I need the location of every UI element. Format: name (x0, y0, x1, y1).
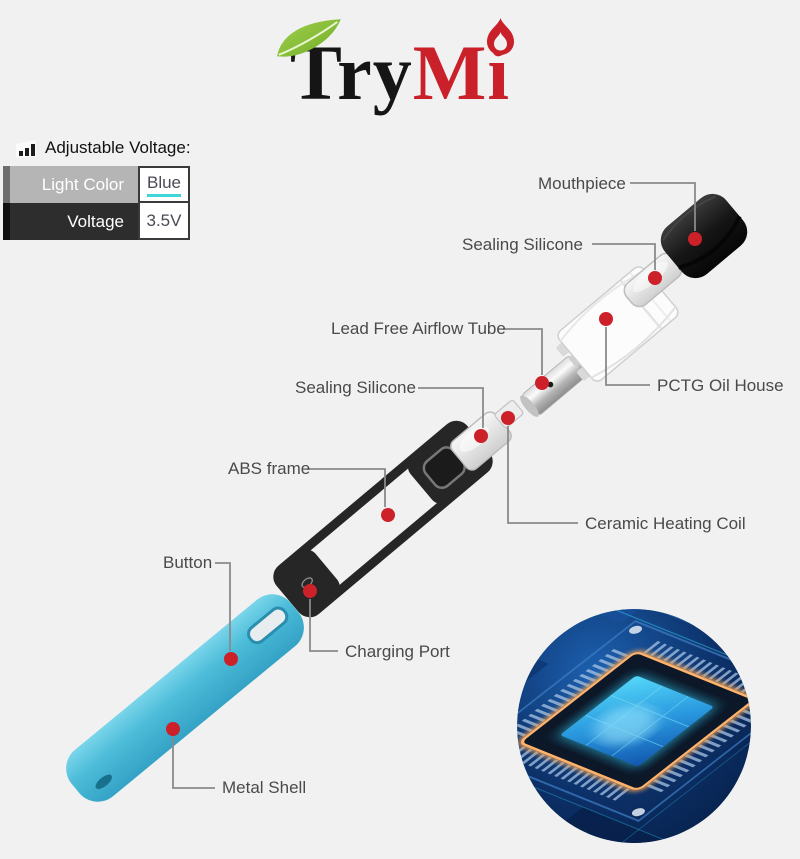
voltage-table: Light Color Blue Voltage 3.5V (3, 166, 190, 240)
voltage-heading-text: Adjustable Voltage: (45, 138, 191, 157)
chip-circuit-illustration (517, 609, 751, 843)
part-marker-dot (688, 232, 702, 246)
part-label-metal-shell: Metal Shell (222, 778, 307, 797)
part-marker-dot (599, 312, 613, 326)
chip-circuit-photo (517, 609, 751, 843)
bar-chart-icon (16, 139, 36, 157)
leader-line (630, 182, 696, 231)
voltage-heading: Adjustable Voltage: (16, 138, 191, 158)
row-accent-strip (3, 166, 10, 203)
part-marker-dot (303, 584, 317, 598)
leader-line (309, 599, 338, 652)
shell-led-slot (95, 774, 112, 790)
leader-line (307, 468, 386, 507)
leader-line (605, 327, 650, 386)
light-color-value: Blue (138, 166, 190, 203)
part-label-pctg-oil-house: PCTG Oil House (657, 376, 784, 395)
mouthpiece-part (660, 193, 748, 279)
marker-dots (166, 232, 702, 736)
part-label-charging-port: Charging Port (345, 642, 450, 661)
light-color-label: Light Color (10, 166, 138, 203)
part-marker-dot (166, 722, 180, 736)
leader-line (172, 737, 215, 789)
part-marker-dot (535, 376, 549, 390)
part-label-abs-frame: ABS frame (228, 459, 311, 478)
leader-line (215, 562, 231, 651)
leader-line (503, 328, 543, 375)
flame-icon (487, 18, 515, 55)
brand-text-red: Mi (413, 18, 515, 116)
voltage-table-row: Voltage 3.5V (3, 203, 190, 240)
leader-line (592, 243, 656, 270)
part-label-mouthpiece: Mouthpiece (538, 174, 626, 193)
part-marker-dot (501, 411, 515, 425)
part-marker-dot (648, 271, 662, 285)
voltage-value: 3.5V (138, 203, 190, 240)
shell-window-slot (247, 606, 289, 645)
brand-logo-inner: TryMi (276, 18, 515, 112)
row-accent-strip (3, 203, 10, 240)
leader-line (507, 426, 578, 524)
leader-line (418, 387, 484, 428)
voltage-label: Voltage (10, 203, 138, 240)
leader-lines (172, 182, 696, 789)
brand-logo: TryMi (0, 18, 800, 112)
part-marker-dot (224, 652, 238, 666)
part-label-airflow-tube: Lead Free Airflow Tube (331, 319, 506, 338)
part-label-sealing-silicone-top: Sealing Silicone (462, 235, 583, 254)
part-label-button: Button (163, 553, 213, 572)
part-marker-dot (381, 508, 395, 522)
metal-shell-part (66, 594, 304, 802)
part-marker-dot (474, 429, 488, 443)
part-label-sealing-silicone-mid: Sealing Silicone (295, 378, 416, 397)
leaf-icon (276, 19, 341, 57)
charging-port-part (277, 549, 340, 613)
voltage-table-row: Light Color Blue (3, 166, 190, 203)
part-label-ceramic-heating-coil: Ceramic Heating Coil (585, 514, 746, 533)
